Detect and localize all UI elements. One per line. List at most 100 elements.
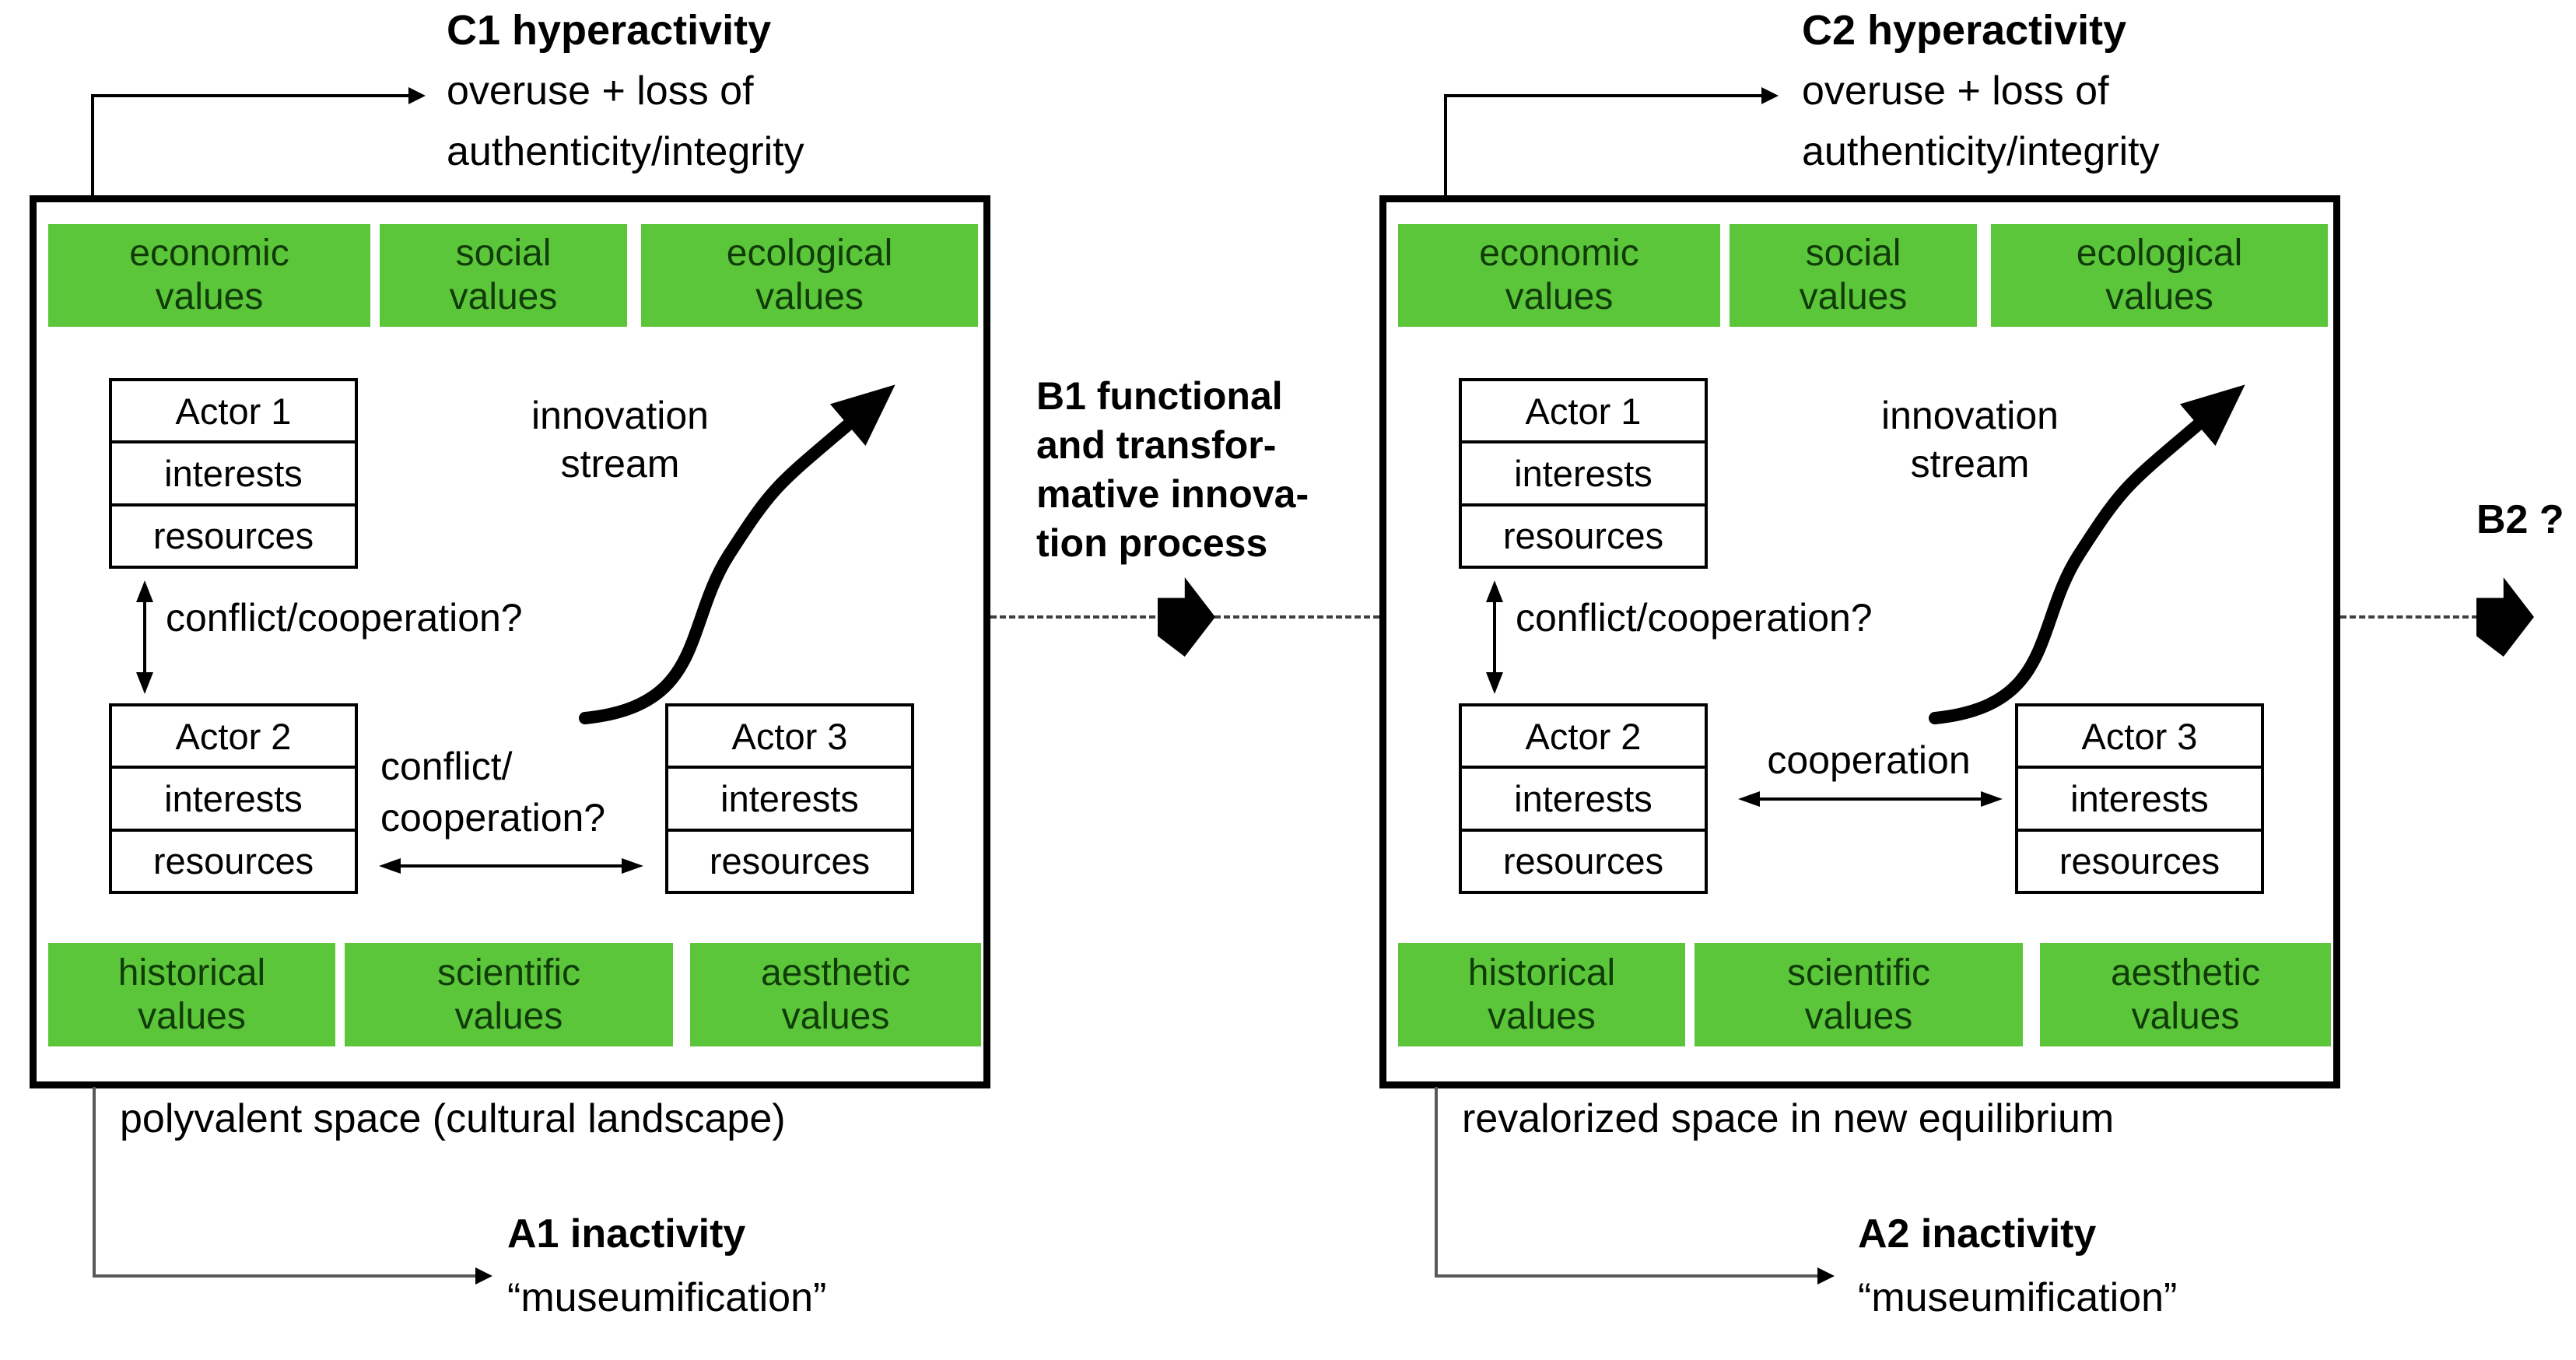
value-label: values — [454, 995, 563, 1037]
value-label: values — [449, 276, 558, 317]
b2-dashed-line — [2340, 615, 2478, 619]
actor1-interests: interests — [1462, 440, 1705, 503]
conflict-2-3-line2: cooperation? — [380, 796, 606, 839]
c2-line1: overuse + loss of — [1802, 68, 2109, 114]
value-label: values — [2105, 276, 2213, 317]
right-panel-caption: revalorized space in new equilibrium — [1462, 1096, 2115, 1141]
a1-museumification-label: “museumification” — [507, 1275, 827, 1320]
actor3-title: Actor 3 — [731, 715, 848, 757]
actor1-interests: interests — [112, 440, 355, 503]
value-label: ecological — [726, 233, 893, 274]
actor1-title: Actor 1 — [1525, 390, 1642, 432]
value-label: economic — [129, 233, 289, 274]
value-label: social — [1805, 233, 1901, 274]
actor2-interests: interests — [1462, 766, 1705, 828]
a2-arrowhead-icon — [1817, 1267, 1835, 1285]
innovation-line1: innovation — [1881, 394, 2059, 437]
a1-elbow-vertical-line — [93, 1087, 96, 1276]
conflict-2-3-line1: conflict/ — [380, 745, 513, 788]
value-label: economic — [1479, 233, 1639, 274]
a1-inactivity-title: A1 inactivity — [507, 1211, 746, 1257]
conflict-vertical-double-arrow-icon — [1486, 580, 1503, 694]
value-label: historical — [1467, 952, 1616, 994]
conflict-vertical-double-arrow-icon — [136, 580, 153, 694]
cooperation-label-2-3: cooperation — [1767, 738, 1971, 782]
actor3-resources: resources — [668, 828, 911, 891]
value-label: aesthetic — [760, 952, 911, 994]
b1-block-arrow-icon — [1158, 577, 1215, 657]
value-label: values — [155, 276, 264, 317]
c2-hyperactivity-annotation: C2 hyperactivity overuse + loss of authe… — [1802, 0, 2160, 182]
value-label: values — [1799, 276, 1908, 317]
horizontal-double-arrow-icon — [1738, 791, 2003, 807]
c1-elbow-horizontal-line — [91, 94, 408, 97]
value-label: values — [1488, 995, 1596, 1037]
b2-transition-label: B2 ? — [2476, 497, 2564, 542]
actor1-box: Actor 1 interests resources — [1459, 378, 1708, 569]
c2-elbow-vertical-line — [1444, 96, 1447, 195]
actor3-interests: interests — [668, 766, 911, 828]
value-box-aesthetic: aesthetic values — [690, 943, 981, 1046]
value-label: scientific — [436, 952, 581, 994]
innovation-line1: innovation — [531, 394, 709, 437]
value-label: scientific — [1786, 952, 1931, 994]
innovation-line2: stream — [1910, 442, 2030, 485]
actor3-box: Actor 3 interests resources — [665, 703, 914, 894]
actor2-title: Actor 2 — [175, 715, 292, 757]
b1-line1: B1 functional — [1036, 374, 1283, 418]
value-box-aesthetic: aesthetic values — [2040, 943, 2331, 1046]
a1-elbow-horizontal-line — [93, 1274, 477, 1278]
a2-inactivity-title: A2 inactivity — [1858, 1211, 2097, 1257]
horizontal-double-arrow-icon — [379, 858, 643, 874]
b1-transition-label: B1 functional and transfor- mative innov… — [1036, 372, 1309, 568]
value-label: values — [781, 995, 890, 1037]
value-label: values — [2131, 995, 2240, 1037]
c2-line2: authenticity/integrity — [1802, 129, 2160, 174]
a1-arrowhead-icon — [475, 1267, 492, 1285]
actor3-title: Actor 3 — [2081, 715, 2198, 757]
c2-elbow-horizontal-line — [1444, 94, 1761, 97]
c1-title: C1 hyperactivity — [447, 7, 772, 54]
value-box-social: social values — [1730, 224, 1977, 327]
innovation-line2: stream — [560, 442, 680, 485]
actor1-resources: resources — [112, 503, 355, 566]
value-box-scientific: scientific values — [345, 943, 673, 1046]
innovation-stream-label: innovation stream — [1818, 391, 2122, 488]
c1-arrowhead-icon — [408, 87, 426, 104]
b1-line2: and transfor- — [1036, 423, 1277, 467]
b2-block-arrow-icon — [2476, 577, 2534, 657]
value-label: historical — [117, 952, 266, 994]
value-label: values — [138, 995, 246, 1037]
a2-museumification-label: “museumification” — [1858, 1275, 2178, 1320]
b1-line4: tion process — [1036, 521, 1268, 565]
actor3-resources: resources — [2018, 828, 2261, 891]
value-box-economic: economic values — [48, 224, 370, 327]
innovation-stream-curve-arrow-icon — [579, 384, 895, 724]
c1-elbow-vertical-line — [91, 96, 94, 195]
conflict-cooperation-label-1-2: conflict/cooperation? — [166, 596, 523, 640]
a2-elbow-vertical-line — [1435, 1087, 1438, 1276]
actor2-resources: resources — [1462, 828, 1705, 891]
actor1-title: Actor 1 — [175, 390, 292, 432]
conflict-cooperation-label-2-3: conflict/ cooperation? — [380, 741, 605, 843]
actor1-resources: resources — [1462, 503, 1705, 566]
value-box-ecological: ecological values — [641, 224, 978, 327]
value-box-scientific: scientific values — [1695, 943, 2023, 1046]
actor3-interests: interests — [2018, 766, 2261, 828]
value-box-ecological: ecological values — [1991, 224, 2328, 327]
actor2-box: Actor 2 interests resources — [109, 703, 358, 894]
c1-hyperactivity-annotation: C1 hyperactivity overuse + loss of authe… — [447, 0, 804, 182]
c2-title: C2 hyperactivity — [1802, 7, 2127, 54]
c1-line2: authenticity/integrity — [447, 129, 804, 174]
value-label: social — [455, 233, 552, 274]
actor2-resources: resources — [112, 828, 355, 891]
value-label: values — [1505, 276, 1614, 317]
c1-line1: overuse + loss of — [447, 68, 754, 114]
value-label: values — [1804, 995, 1913, 1037]
innovation-stream-label: innovation stream — [468, 391, 772, 488]
right-panel-box: economic values social values ecological… — [1379, 195, 2340, 1088]
conflict-cooperation-label-1-2: conflict/cooperation? — [1516, 596, 1873, 640]
value-box-social: social values — [380, 224, 627, 327]
actor2-title: Actor 2 — [1525, 715, 1642, 757]
